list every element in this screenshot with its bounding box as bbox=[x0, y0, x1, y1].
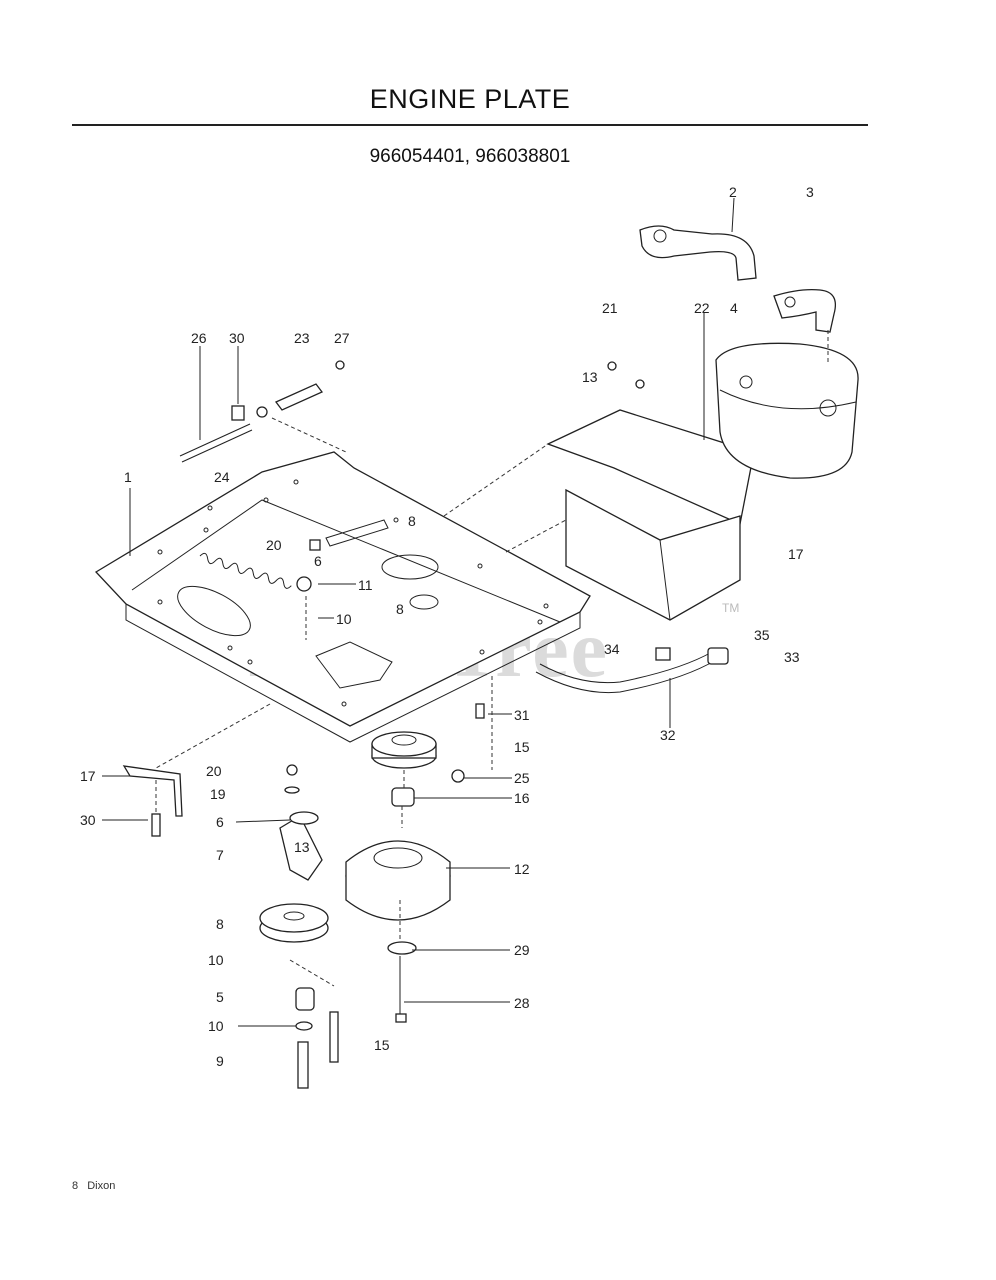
callout-15b: 15 bbox=[374, 1037, 390, 1053]
callout-13b: 13 bbox=[294, 839, 310, 855]
callout-30a: 30 bbox=[229, 330, 245, 346]
callout-10b: 10 bbox=[208, 952, 224, 968]
callout-26: 26 bbox=[191, 330, 207, 346]
callout-22: 22 bbox=[694, 300, 710, 316]
title-rule bbox=[72, 124, 868, 126]
callout-31: 31 bbox=[514, 707, 530, 723]
clutch-assembly[interactable] bbox=[345, 731, 451, 1023]
callout-20a: 20 bbox=[266, 537, 282, 553]
callout-30b: 30 bbox=[80, 812, 96, 828]
callout-29: 29 bbox=[514, 942, 530, 958]
callout-34: 34 bbox=[604, 641, 620, 657]
heat-shield-bracket[interactable] bbox=[546, 409, 753, 621]
callout-19: 19 bbox=[210, 786, 226, 802]
callout-6a: 6 bbox=[314, 553, 322, 569]
exhaust-pipe[interactable] bbox=[639, 225, 757, 281]
page-footer: 8 Dixon bbox=[72, 1180, 121, 1192]
callout-17a: 17 bbox=[788, 546, 804, 562]
callout-8c: 8 bbox=[216, 916, 224, 932]
shaft-assembly[interactable] bbox=[179, 360, 345, 463]
muffler[interactable] bbox=[715, 342, 859, 479]
callout-8b: 8 bbox=[396, 601, 404, 617]
fuel-hose[interactable] bbox=[535, 647, 729, 694]
callout-1: 1 bbox=[124, 469, 132, 485]
callout-35: 35 bbox=[754, 627, 770, 643]
callout-27: 27 bbox=[334, 330, 350, 346]
callout-11: 11 bbox=[358, 577, 373, 593]
footer-lang: Dixon bbox=[87, 1180, 116, 1192]
callout-21: 21 bbox=[602, 300, 618, 316]
callout-3: 3 bbox=[806, 184, 814, 200]
callout-7: 7 bbox=[216, 847, 224, 863]
page-number: 8 bbox=[72, 1180, 79, 1192]
watermark-tm: TM bbox=[722, 601, 739, 615]
idler-arm[interactable] bbox=[279, 811, 323, 881]
spring[interactable] bbox=[199, 552, 293, 589]
model-numbers: 966054401, 966038801 bbox=[369, 146, 571, 167]
callout-2: 2 bbox=[729, 184, 737, 200]
callout-9: 9 bbox=[216, 1053, 224, 1069]
bracket-17[interactable] bbox=[122, 765, 183, 837]
callout-6b: 6 bbox=[216, 814, 224, 830]
callout-23: 23 bbox=[294, 330, 310, 346]
page-title: ENGINE PLATE bbox=[369, 84, 571, 114]
engine-plate[interactable] bbox=[94, 451, 591, 743]
callout-5: 5 bbox=[216, 989, 224, 1005]
leader-lines bbox=[102, 197, 735, 1027]
spacer-and-bolts[interactable] bbox=[295, 987, 339, 1089]
callout-17b: 17 bbox=[80, 768, 96, 784]
callout-10a: 10 bbox=[336, 611, 352, 627]
exhaust-elbow[interactable] bbox=[773, 288, 837, 333]
plate-holes bbox=[157, 479, 549, 707]
callout-32: 32 bbox=[660, 727, 676, 743]
callout-15a: 15 bbox=[514, 739, 530, 755]
callout-4: 4 bbox=[730, 300, 738, 316]
callout-24: 24 bbox=[214, 469, 230, 485]
idler-pulley[interactable] bbox=[259, 903, 329, 943]
callout-20b: 20 bbox=[206, 763, 222, 779]
callout-16: 16 bbox=[514, 790, 530, 806]
small-hardware bbox=[284, 361, 645, 794]
callout-10c: 10 bbox=[208, 1018, 224, 1034]
assembly-lines bbox=[155, 330, 829, 987]
callout-13a: 13 bbox=[582, 369, 598, 385]
callout-12: 12 bbox=[514, 861, 530, 877]
callout-8a: 8 bbox=[408, 513, 416, 529]
callout-25: 25 bbox=[514, 770, 530, 786]
callout-33: 33 bbox=[784, 649, 800, 665]
callout-28: 28 bbox=[514, 995, 530, 1011]
callout-numbers: 2 3 21 22 4 26 30 23 27 13 1 24 8 20 6 1… bbox=[80, 184, 814, 1069]
